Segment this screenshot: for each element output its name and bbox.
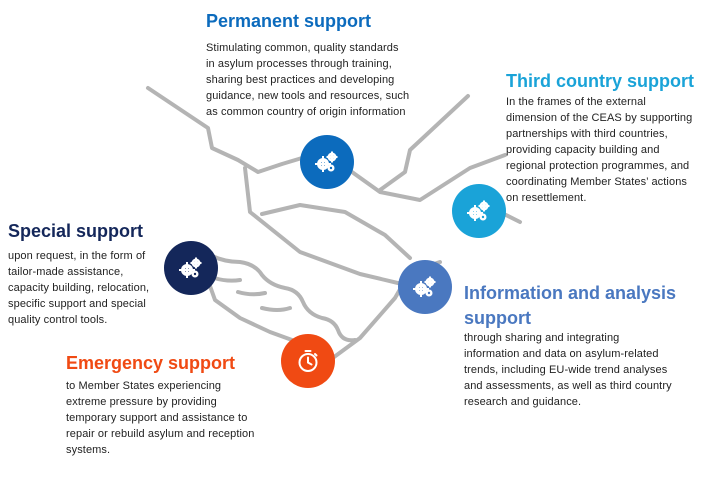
text-line: repair or rebuild asylum and reception bbox=[66, 428, 255, 440]
information-analysis-support-circle bbox=[398, 260, 452, 314]
upper-hand-wrist bbox=[243, 166, 404, 286]
text-line: guidance, new tools and resources, such bbox=[206, 90, 410, 102]
text-line: and assessments, as well as third countr… bbox=[464, 380, 672, 392]
text-line: research and guidance. bbox=[464, 396, 582, 408]
third-country-support-description: In the frames of the external dimension … bbox=[506, 94, 716, 206]
text-line: dimension of the CEAS by supporting bbox=[506, 112, 693, 124]
text-line: In the frames of the external bbox=[506, 96, 646, 108]
text-line: tailor-made assistance, bbox=[8, 266, 124, 278]
information-analysis-support-description: through sharing and integrating informat… bbox=[464, 330, 714, 410]
upper-hand-outline bbox=[146, 86, 304, 174]
lower-hand-fingers bbox=[210, 254, 357, 343]
text-line: sharing best practices and developing bbox=[206, 74, 395, 86]
upper-hand-thumb bbox=[260, 203, 412, 260]
upper-sleeve bbox=[378, 94, 470, 192]
gears-icon bbox=[179, 257, 202, 278]
text-line: trends, including EU-wide trend analyses bbox=[464, 364, 668, 376]
text-line: systems. bbox=[66, 444, 111, 456]
lower-hand-knuckles bbox=[212, 276, 292, 312]
title-line: Information and analysis bbox=[464, 283, 677, 303]
special-support-circle bbox=[164, 241, 218, 295]
text-line: Stimulating common, quality standards bbox=[206, 42, 399, 54]
upper-hand-fingers bbox=[350, 153, 507, 202]
text-line: quality control tools. bbox=[8, 314, 108, 326]
text-line: as common country of origin information bbox=[206, 106, 406, 118]
emergency-support-title: Emergency support bbox=[66, 353, 236, 373]
text-line: regional protection programmes, and bbox=[506, 160, 690, 172]
text-line: providing capacity building and bbox=[506, 144, 660, 156]
emergency-support-circle bbox=[281, 334, 335, 388]
information-analysis-support-title: Information and analysis support bbox=[464, 282, 676, 329]
permanent-support-title: Permanent support bbox=[206, 11, 372, 31]
special-support-title: Special support bbox=[8, 221, 144, 241]
text-line: upon request, in the form of bbox=[8, 250, 146, 262]
text-line: through sharing and integrating bbox=[464, 332, 620, 344]
text-line: coordinating Member States’ actions bbox=[506, 176, 688, 188]
text-line: on resettlement. bbox=[506, 192, 587, 204]
stopwatch-icon bbox=[298, 350, 318, 372]
third-country-support-title: Third country support bbox=[506, 71, 694, 91]
lower-hand-edge bbox=[203, 270, 294, 342]
text-line: in asylum processes through training, bbox=[206, 58, 392, 70]
text-line: to Member States experiencing bbox=[66, 380, 222, 392]
text-line: extreme pressure by providing bbox=[66, 396, 217, 408]
text-line: partnerships with third countries, bbox=[506, 128, 668, 140]
gears-icon bbox=[467, 200, 490, 221]
permanent-support-description: Stimulating common, quality standards in… bbox=[206, 40, 436, 120]
text-line: specific support and special bbox=[8, 298, 146, 310]
text-line: capacity building, relocation, bbox=[8, 282, 150, 294]
emergency-support-description: to Member States experiencing extreme pr… bbox=[66, 378, 286, 458]
special-support-description: upon request, in the form of tailor-made… bbox=[8, 248, 178, 328]
text-line: temporary support and assistance to bbox=[66, 412, 248, 424]
gears-icon bbox=[413, 276, 436, 297]
title-line: support bbox=[464, 308, 531, 328]
third-country-support-circle bbox=[452, 184, 506, 238]
gears-icon bbox=[315, 151, 338, 172]
permanent-support-circle bbox=[300, 135, 354, 189]
text-line: information and data on asylum-related bbox=[464, 348, 659, 360]
